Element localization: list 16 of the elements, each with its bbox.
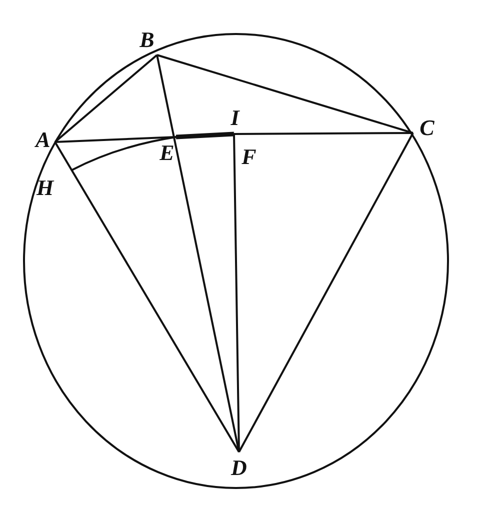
point-label: A [34,128,52,152]
point-label: B [138,28,156,52]
point-label: F [240,145,258,169]
line-segment [54,54,158,143]
point-label: E [158,141,176,165]
point-label: H [36,176,54,200]
arc [72,136,176,171]
point-label: C [418,116,436,140]
point-label: I [226,106,244,130]
point-label: D [230,456,248,480]
line-segment [156,54,414,134]
line-segment [176,132,234,140]
line-segment [54,142,240,452]
line-segment [238,132,414,452]
line-segment [233,134,240,452]
line-segment [234,132,413,135]
